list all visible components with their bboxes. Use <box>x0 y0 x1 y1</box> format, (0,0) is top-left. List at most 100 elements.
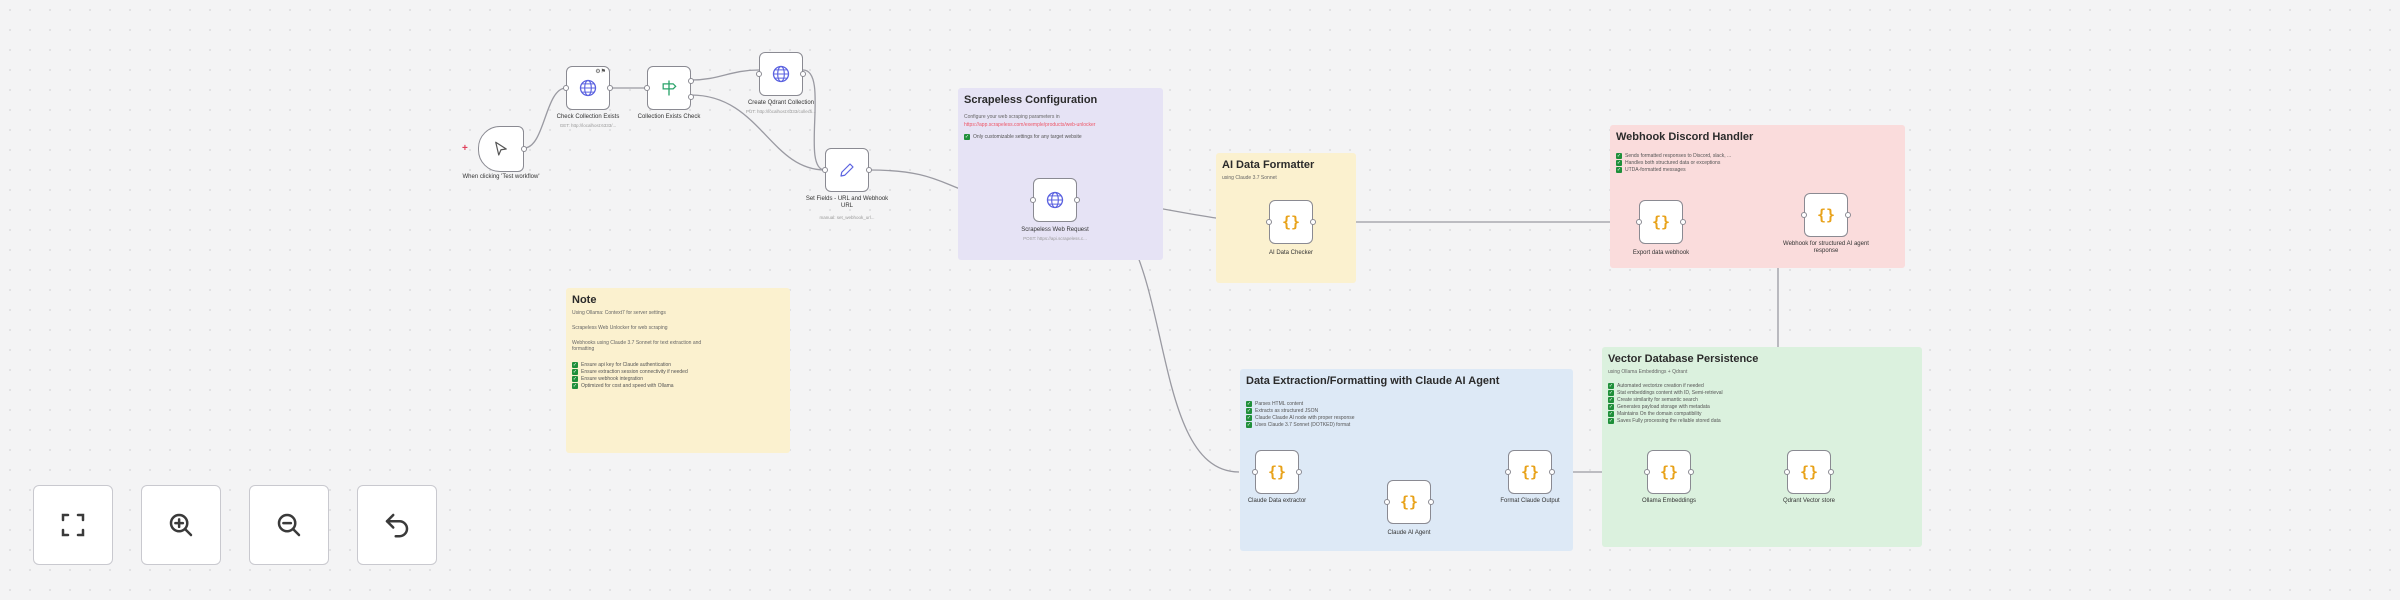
check-item: ✓Ensure api key for Claude authenticatio… <box>572 362 672 368</box>
node-label: AI Data Checker <box>1268 250 1314 256</box>
node-label: Check Collection Exists <box>556 114 620 120</box>
pencil-icon <box>840 163 854 177</box>
node-create-qdrant-collection[interactable] <box>756 52 806 96</box>
sticky-text: Configure your web scraping parameters i… <box>964 114 1060 120</box>
output-handle-true[interactable] <box>688 78 694 84</box>
node-claude-data-extractor[interactable]: {} <box>1252 450 1302 494</box>
code-icon: {} <box>1267 463 1287 481</box>
sticky-webhook-discord-handler[interactable]: Webhook Discord Handler ✓Sends formatted… <box>1610 125 1905 268</box>
node-claude-ai-agent[interactable]: {} <box>1384 480 1434 524</box>
node-subtitle: manual: set_webhook_url... <box>819 215 875 220</box>
node-label: Export data webhook <box>1632 250 1690 256</box>
input-handle[interactable] <box>1266 219 1272 225</box>
input-handle[interactable] <box>1784 469 1790 475</box>
check-item: ✓Automated vectorize creation if needed <box>1608 383 1704 389</box>
input-handle[interactable] <box>1252 469 1258 475</box>
output-handle[interactable] <box>1828 469 1834 475</box>
code-icon: {} <box>1651 213 1671 231</box>
sticky-title: Vector Database Persistence <box>1608 353 1759 365</box>
sticky-scrapeless-configuration[interactable]: Scrapeless Configuration Configure your … <box>958 88 1163 260</box>
input-handle[interactable] <box>1030 197 1036 203</box>
output-handle[interactable] <box>521 146 527 152</box>
node-label: Scrapeless Web Request <box>1021 227 1089 233</box>
node-ollama-embeddings[interactable]: {} <box>1644 450 1694 494</box>
code-icon: {} <box>1799 463 1819 481</box>
check-item: ✓Ensure extraction session connectivity … <box>572 369 688 375</box>
sticky-link[interactable]: https://app.scrapeless.com/exemple/produ… <box>964 122 1096 128</box>
input-handle[interactable] <box>563 85 569 91</box>
input-handle[interactable] <box>1505 469 1511 475</box>
output-handle[interactable] <box>1296 469 1302 475</box>
pin-icon: ⚙⚑ <box>595 69 606 75</box>
output-handle-false[interactable] <box>688 94 694 100</box>
node-webhook-structured-response[interactable]: {} <box>1801 193 1851 237</box>
code-icon: {} <box>1281 213 1301 231</box>
undo-icon <box>385 513 409 538</box>
check-item: ✓Maintains On the domain compatibility <box>1608 411 1702 417</box>
cursor-icon <box>495 141 507 156</box>
sticky-vector-database[interactable]: Vector Database Persistence using Ollama… <box>1602 347 1922 547</box>
node-label: Set Fields - URL and Webhook URL <box>805 196 889 209</box>
node-ai-data-checker[interactable]: {} <box>1266 200 1316 244</box>
node-label: Qdrant Vector store <box>1782 498 1836 504</box>
input-handle[interactable] <box>1384 499 1390 505</box>
wire-exists-create <box>690 69 760 81</box>
output-handle[interactable] <box>1549 469 1555 475</box>
output-handle[interactable] <box>1310 219 1316 225</box>
output-handle[interactable] <box>1688 469 1694 475</box>
node-subtitle: GET: http://localhost:6333/... <box>559 123 617 128</box>
node-subtitle: PUT: http://localhost:6333/collecti... <box>745 109 817 114</box>
globe-icon <box>772 65 790 83</box>
node-label: Claude Data extractor <box>1247 498 1307 504</box>
fit-view-button[interactable] <box>33 485 113 565</box>
node-label: Collection Exists Check <box>637 114 701 120</box>
zoom-in-icon <box>169 513 193 537</box>
zoom-out-button[interactable] <box>249 485 329 565</box>
output-handle[interactable] <box>866 167 872 173</box>
zoom-in-button[interactable] <box>141 485 221 565</box>
reset-zoom-button[interactable] <box>357 485 437 565</box>
sticky-text: using Ollama Embeddings + Qdrant <box>1608 369 1688 375</box>
node-check-collection-exists[interactable]: ⚙⚑ <box>563 66 613 110</box>
node-qdrant-vector-store[interactable]: {} <box>1784 450 1834 494</box>
code-icon: {} <box>1520 463 1540 481</box>
input-handle[interactable] <box>822 167 828 173</box>
output-handle[interactable] <box>1074 197 1080 203</box>
sticky-text: using Claude 3.7 Sonnet <box>1222 175 1277 181</box>
input-handle[interactable] <box>1801 212 1807 218</box>
input-handle[interactable] <box>1644 469 1650 475</box>
code-icon: {} <box>1659 463 1679 481</box>
node-collection-exists-check[interactable] <box>644 66 694 110</box>
output-handle[interactable] <box>607 85 613 91</box>
input-handle[interactable] <box>644 85 650 91</box>
check-item: ✓Only customizable settings for any targ… <box>964 134 1082 140</box>
node-scrapeless-web-request[interactable] <box>1030 178 1080 222</box>
sticky-title: Data Extraction/Formatting with Claude A… <box>1246 375 1500 387</box>
check-item: ✓Extracts as structured JSON <box>1246 408 1319 414</box>
check-item: ✓Ensure webhook integration <box>572 376 643 382</box>
input-handle[interactable] <box>1636 219 1642 225</box>
wire-create-set <box>802 69 826 171</box>
node-set-fields[interactable] <box>822 148 872 192</box>
add-trigger-plus-icon[interactable]: + <box>462 143 468 154</box>
node-label: Format Claude Output <box>1500 498 1560 504</box>
check-item: ✓Saves Fully processing the reliable sto… <box>1608 418 1721 424</box>
output-handle[interactable] <box>1680 219 1686 225</box>
node-label: Ollama Embeddings <box>1641 498 1697 504</box>
output-handle[interactable] <box>800 71 806 77</box>
check-item: ✓Uses Claude 3.7 Sonnet (DOTKED) format <box>1246 422 1351 428</box>
node-format-claude-output[interactable]: {} <box>1505 450 1555 494</box>
node-export-data-webhook[interactable]: {} <box>1636 200 1686 244</box>
input-handle[interactable] <box>756 71 762 77</box>
globe-icon <box>1046 191 1064 209</box>
output-handle[interactable] <box>1428 499 1434 505</box>
node-label: Claude AI Agent <box>1387 530 1431 536</box>
sticky-note[interactable]: Note Using Ollama: Context7 for server s… <box>566 288 790 453</box>
code-icon: {} <box>1399 493 1419 511</box>
node-manual-trigger[interactable] <box>478 126 527 172</box>
check-item: ✓Handles both structured data or excepti… <box>1616 160 1721 166</box>
output-handle[interactable] <box>1845 212 1851 218</box>
check-item: ✓Parses HTML content <box>1246 401 1304 407</box>
signpost-icon <box>662 80 677 96</box>
